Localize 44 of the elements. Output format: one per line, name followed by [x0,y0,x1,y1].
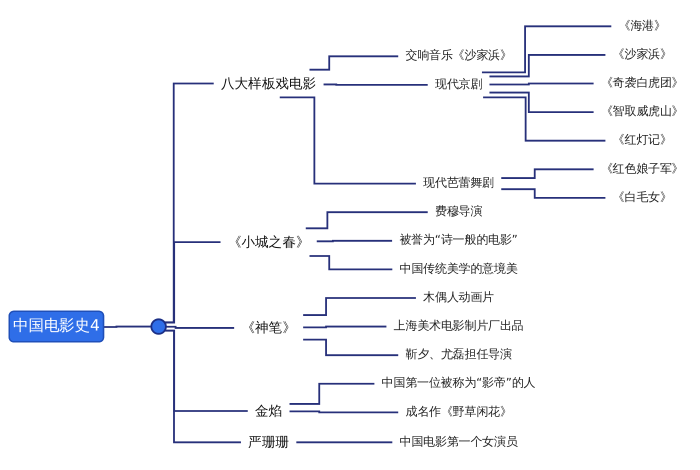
node-text: 严珊珊 [248,434,290,450]
connector [489,92,594,114]
connector [290,382,374,405]
node-text: 《红灯记》 [612,134,672,148]
connector [303,338,398,356]
node-text: 《红色娘子军》 [600,162,684,176]
connector [489,54,606,78]
node-text: 《沙家浜》 [612,48,672,62]
node-text: 成名作《野草闲花》 [405,405,512,419]
node-text: 靳夕、尤磊担任导演 [405,348,512,362]
connector [303,297,416,316]
node-text: 中国电影第一个女演员 [400,435,518,449]
connector [501,188,606,199]
connector [290,410,398,414]
node-text: 中国第一位被称为“影帝”的人 [382,376,536,390]
node-text: 《奇袭白虎团》 [600,76,684,90]
connector [501,168,594,179]
node-circle [150,318,167,335]
connector [489,82,594,86]
node-text: 现代京剧 [434,78,482,92]
node-text: 中国传统美学的意境美 [400,262,518,276]
connector [482,25,612,74]
node-text: 《小城之春》 [228,234,310,250]
connector [296,441,392,444]
node-text: 《海港》 [618,19,666,33]
node-text: 《智取威虎山》 [600,105,684,119]
connector [324,84,428,86]
connector [309,255,392,270]
node-text: 费穆导演 [434,205,482,219]
node-text: 八大样板戏电影 [220,75,316,92]
connector [309,55,398,71]
node-text: 《白毛女》 [612,190,672,204]
connector [280,96,416,184]
node-text: 交响音乐《沙家浜》 [405,49,512,63]
connector [306,211,428,230]
connector [303,326,386,328]
connector [483,96,606,142]
node-text: 被誉为“诗一般的电影” [399,234,518,248]
node-text: 金焰 [255,402,282,419]
node-text: 现代芭蕾舞剧 [423,176,494,190]
connector [316,240,392,242]
node-text: 《神笔》 [241,320,296,336]
node-text: 上海美术电影制片厂出品 [394,320,524,334]
node-text: 木偶人动画片 [423,290,494,305]
